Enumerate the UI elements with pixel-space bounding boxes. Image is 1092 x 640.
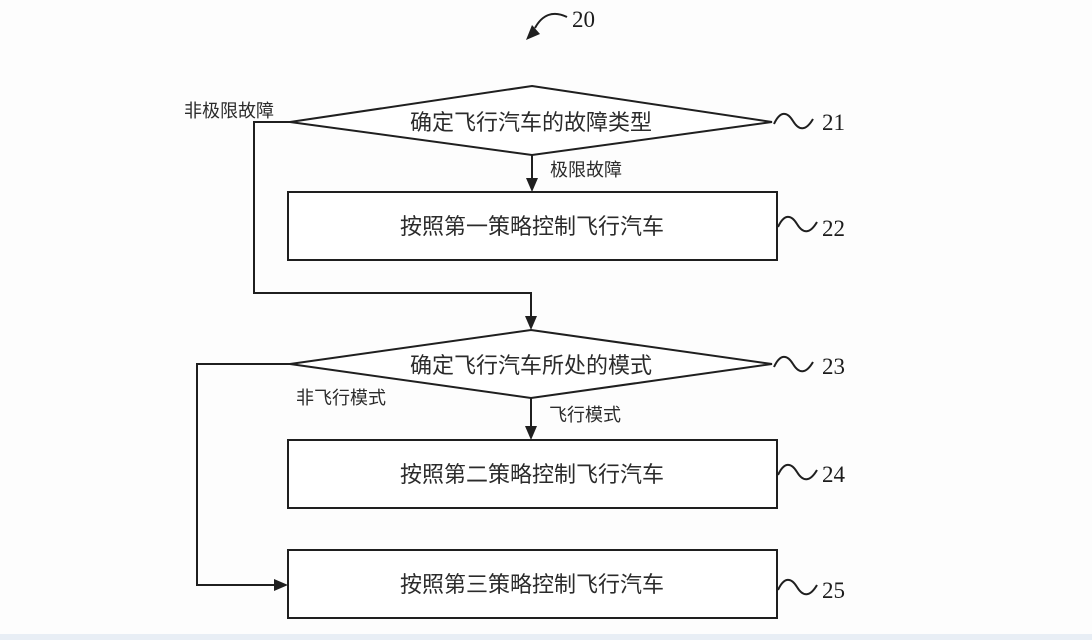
edge-extreme-fault-arrowhead-icon: [526, 178, 538, 192]
ref-24-number: 24: [822, 462, 846, 487]
edge-non-flight-mode-line: [196, 363, 290, 586]
decision-fault-type-label: 确定飞行汽车的故障类型: [410, 110, 652, 135]
branch-label-extreme-fault: 极限故障: [550, 160, 622, 180]
process-strategy-1-label: 按照第一策略控制飞行汽车: [400, 214, 664, 239]
decision-fault-type-shape: [289, 84, 773, 157]
branch-label-non-flight-mode: 非飞行模式: [296, 388, 386, 408]
branch-label-flight-mode: 飞行模式: [549, 405, 621, 425]
figure-ref-number: 20: [572, 7, 595, 32]
process-strategy-2-label: 按照第二策略控制飞行汽车: [400, 462, 664, 487]
edge-non-flight-mode-arrowhead-icon: [274, 579, 288, 591]
ref-24-squiggle-icon: [777, 463, 818, 481]
figure-ref-arrowhead-icon: [526, 25, 540, 40]
edge-non-extreme-fault-arrowhead-icon: [525, 316, 537, 330]
edge-flight-mode-arrowhead-icon: [525, 426, 537, 440]
process-strategy-2-shape: [287, 439, 778, 509]
ref-25-squiggle-icon: [777, 578, 818, 596]
edge-non-extreme-fault-line: [253, 121, 532, 322]
ref-22-squiggle-icon: [777, 215, 818, 233]
ref-25-number: 25: [822, 578, 845, 603]
ref-23-number: 23: [822, 354, 845, 379]
ref-23-squiggle-icon: [773, 355, 814, 373]
process-strategy-3-label: 按照第三策略控制飞行汽车: [400, 572, 664, 597]
process-strategy-1-shape: [287, 191, 778, 261]
decision-mode-shape: [289, 328, 773, 400]
ref-22-number: 22: [822, 216, 845, 241]
branch-label-non-extreme-fault: 非极限故障: [184, 101, 274, 121]
window-bottom-edge: [0, 634, 1092, 640]
ref-21-number: 21: [822, 110, 845, 135]
ref-21-squiggle-icon: [773, 112, 814, 130]
figure-ref-arrow-curve: [534, 12, 568, 29]
process-strategy-3-shape: [287, 549, 778, 619]
decision-mode-label: 确定飞行汽车所处的模式: [410, 353, 652, 378]
